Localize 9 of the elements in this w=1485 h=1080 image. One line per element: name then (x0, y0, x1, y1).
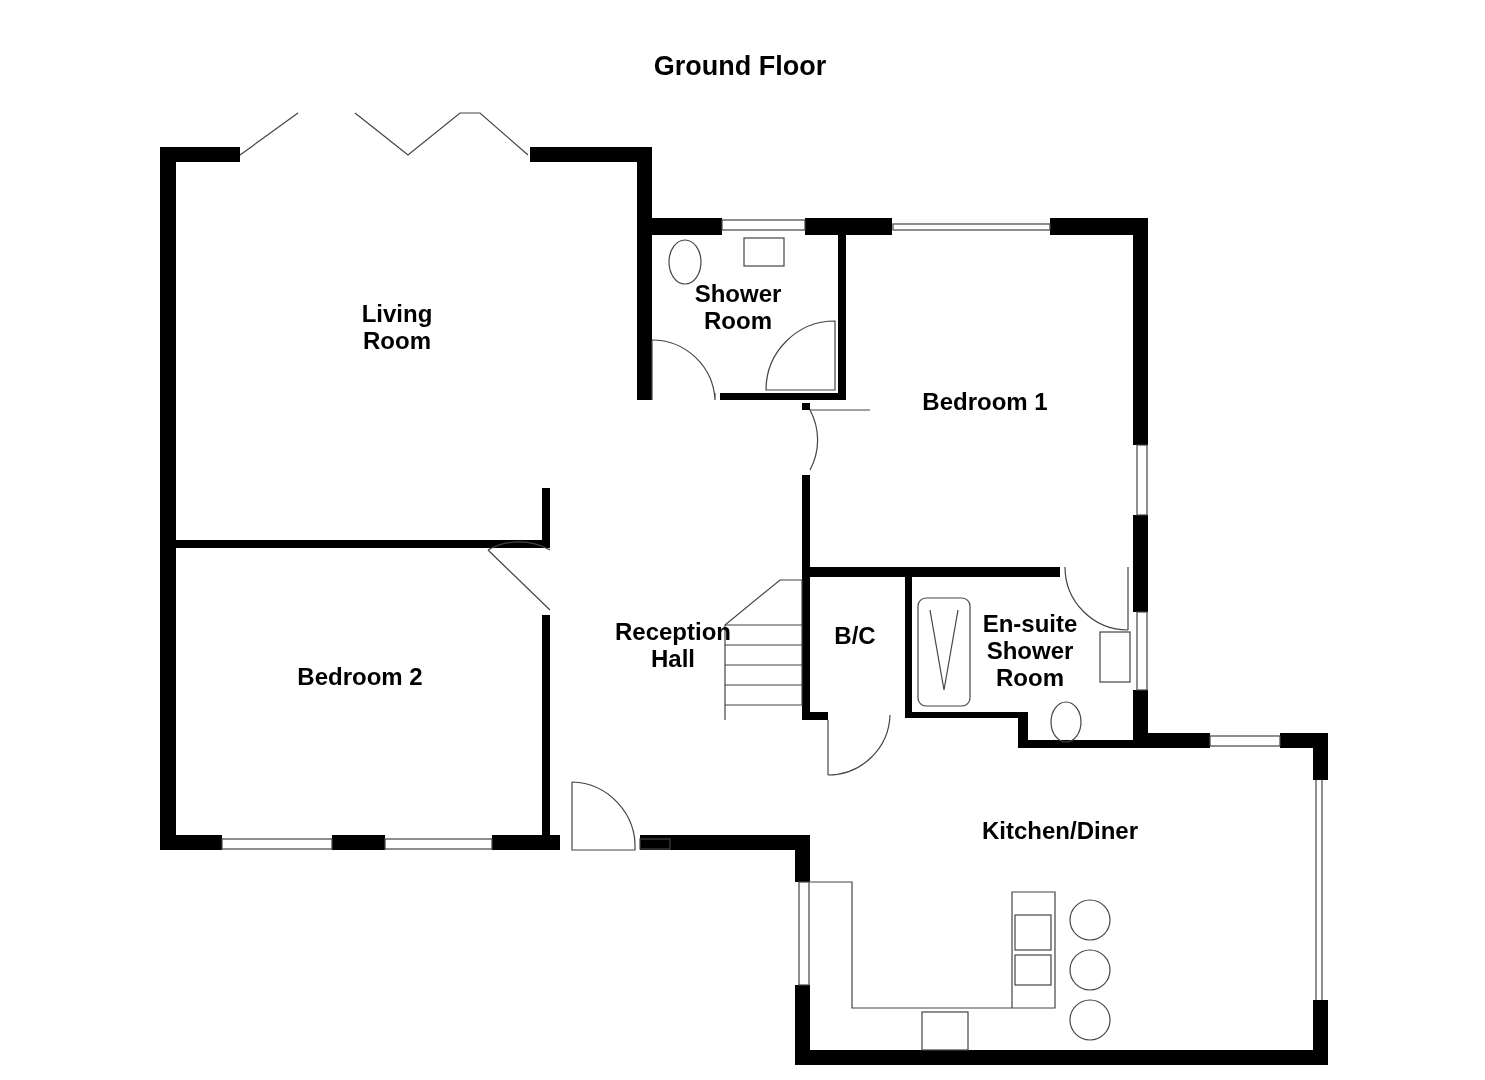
floor-plan-title: Ground Floor (652, 50, 828, 83)
room-label: Reception Hall (614, 618, 732, 672)
room-label: Living Room (360, 300, 434, 354)
room-label: B/C (833, 621, 877, 649)
room-label: Bedroom 2 (296, 662, 424, 690)
room-label: Kitchen/Diner (981, 816, 1139, 844)
room-label: Bedroom 1 (921, 387, 1049, 415)
room-label: Shower Room (693, 280, 783, 334)
room-label: En-suite Shower Room (981, 609, 1079, 691)
